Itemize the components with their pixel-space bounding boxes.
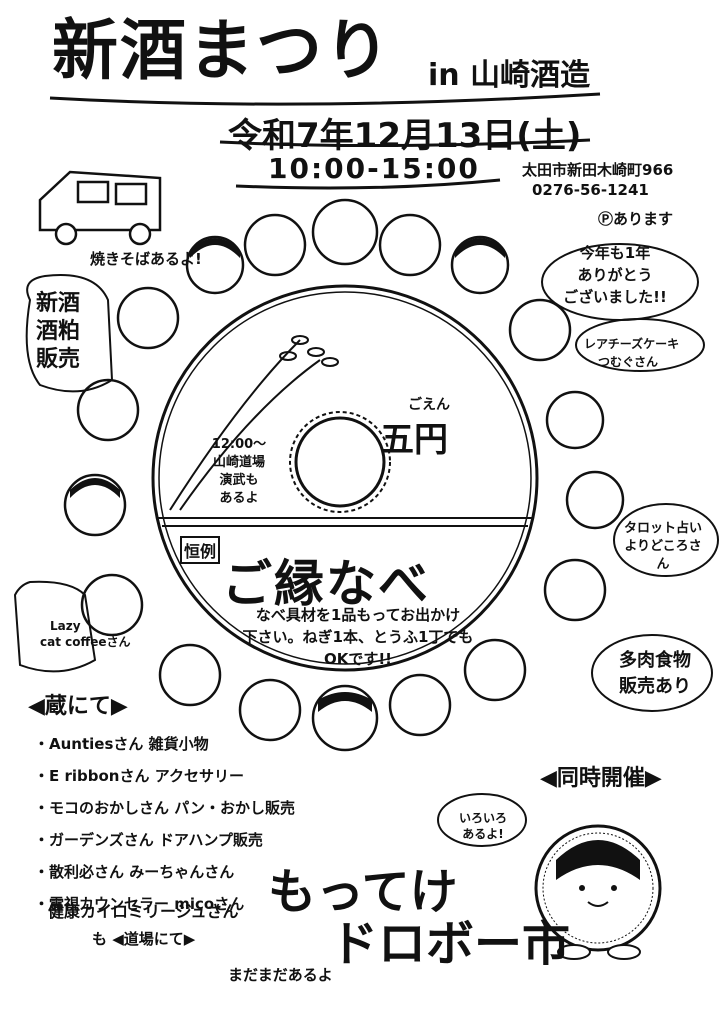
food-truck-icon: [38, 170, 162, 246]
coffee-bubble: Lazy cat coffeeさん: [40, 618, 130, 650]
goen-nabe-title: ご縁なべ: [222, 555, 430, 613]
face-ring-fill: [70, 238, 505, 712]
address-block: 太田市新田木崎町966 0276-56-1241: [522, 160, 673, 200]
cake-bubble: レアチーズケーキ つむぐさん: [584, 335, 679, 371]
page-title: 新酒まつり: [52, 12, 392, 89]
sake-sales-bubble: 新酒 酒粕 販売: [36, 290, 80, 374]
thanks-line: ございました!!: [563, 288, 667, 306]
coffee-line: cat coffeeさん: [40, 635, 131, 649]
list-item: ・Auntiesさん 雑貨小物: [34, 735, 209, 753]
tarot-bubble: タロット占い よりどころさん: [618, 520, 708, 574]
list-item: ・E ribbonさん アクセサリー: [34, 767, 244, 785]
dojo-event-note: 12:00〜 山崎道場 演武も あるよ: [194, 436, 284, 508]
cake-line: レアチーズケーキ: [584, 337, 680, 351]
dojo-line: 山崎道場: [212, 455, 265, 470]
event-date: 令和7年12月13日(土): [228, 116, 582, 156]
shop-list: ・Auntiesさん 雑貨小物 ・E ribbonさん アクセサリー ・モコのお…: [34, 728, 295, 920]
phone: 0276-56-1241: [532, 181, 649, 199]
character-icon: [534, 824, 662, 960]
kura-heading: ◀蔵にて▶: [28, 694, 128, 719]
mottoke-title: もってけ: [268, 864, 458, 920]
goen-reading: ごえん: [408, 397, 450, 413]
sake-sales-line: 新酒: [36, 291, 81, 316]
dojo-line: 12:00〜: [211, 437, 267, 452]
five-yen-coin: [151, 284, 539, 672]
face-ring: [63, 198, 625, 752]
thanks-line: ありがとう: [577, 266, 653, 284]
thanks-bubble: 今年も1年 ありがとう ございました!!: [540, 242, 690, 308]
dorobo-market-title: ドロボー市: [330, 916, 571, 972]
list-item: ・モコのおかしさん パン・おかし販売: [34, 799, 295, 817]
venue-subtitle: in 山崎酒造: [428, 58, 591, 93]
nabe-desc-line: OKです!!: [323, 650, 393, 668]
iroiro-bubble: いろいろ あるよ!: [448, 810, 518, 842]
yakisoba-note: 焼きそばあるよ!: [90, 250, 202, 268]
kenko-location: も ◀道場にて▶: [92, 930, 196, 948]
dojo-line: 演武も: [219, 473, 259, 488]
nabe-description: なべ具材を1品もってお出かけ 下さい。ねぎ1本、とうふ1丁でも OKです!!: [222, 604, 494, 670]
meat-line: 多肉食物: [619, 650, 691, 671]
event-time: 10:00-15:00: [268, 152, 480, 185]
tarot-line: よりどころさん: [624, 539, 702, 572]
sake-sales-line: 販売: [36, 347, 81, 372]
dojo-line: あるよ: [219, 491, 259, 506]
more-note: まだまだあるよ: [228, 966, 333, 984]
coffee-line: Lazy: [50, 619, 81, 633]
speech-bubbles: [13, 243, 719, 847]
nabe-desc-line: 下さい。ねぎ1本、とうふ1丁でも: [242, 628, 474, 646]
kourei-tag: 恒例: [180, 536, 221, 564]
simultaneous-event-heading: ◀同時開催▶: [540, 766, 662, 791]
tarot-line: タロット占い: [623, 521, 702, 536]
iroiro-line: あるよ!: [462, 827, 504, 841]
list-item: ・霊視カウンセラー micoさん: [34, 895, 245, 913]
kenko-note: 健康カイロミリージュさん: [48, 902, 239, 921]
list-item: ・散利必さん みーちゃんさん: [34, 863, 235, 881]
nabe-desc-line: なべ具材を1品もってお出かけ: [255, 606, 461, 624]
cake-line: つむぐさん: [598, 355, 659, 369]
goen-label: 五円: [380, 420, 448, 460]
thanks-line: 今年も1年: [579, 244, 651, 262]
list-item: ・ガーデンズさん ドアハンプ販売: [34, 831, 263, 849]
parking-note: Ⓟあります: [598, 210, 674, 228]
title-underline: [49, 92, 601, 190]
meat-line: 販売あり: [619, 676, 691, 697]
iroiro-line: いろいろ: [458, 811, 507, 825]
meat-bubble: 多肉食物 販売あり: [600, 648, 710, 700]
address: 太田市新田木崎町966: [522, 161, 674, 179]
sake-sales-line: 酒粕: [36, 319, 81, 344]
